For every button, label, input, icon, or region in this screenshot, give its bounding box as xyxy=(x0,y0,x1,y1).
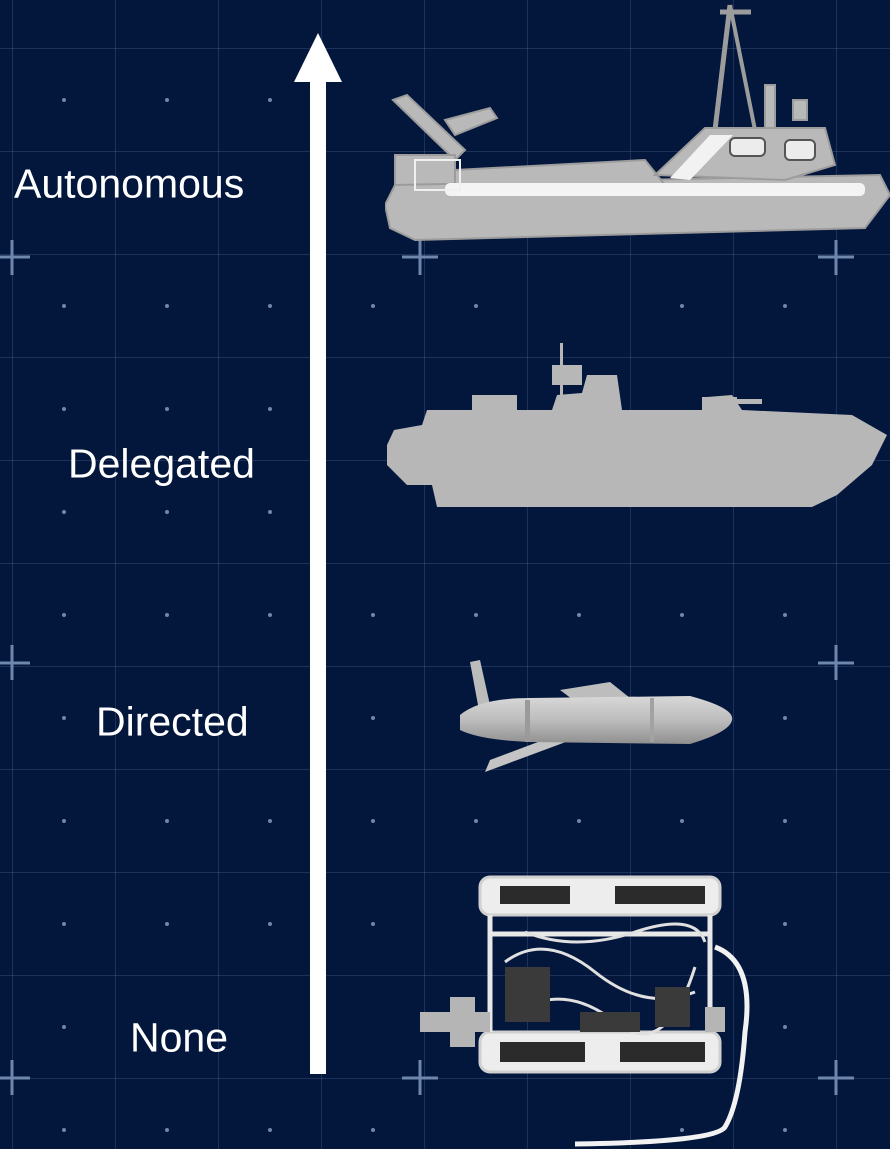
tethered-rov-icon xyxy=(420,875,750,1147)
cruise-missile-icon xyxy=(460,660,733,772)
level-label-delegated: Delegated xyxy=(68,440,255,487)
level-label-none: None xyxy=(130,1014,229,1061)
autonomous-surface-vessel-icon xyxy=(385,4,890,242)
armed-patrol-boat-icon xyxy=(387,343,887,507)
level-label-directed: Directed xyxy=(96,698,249,745)
level-label-autonomous: Autonomous xyxy=(14,160,245,207)
